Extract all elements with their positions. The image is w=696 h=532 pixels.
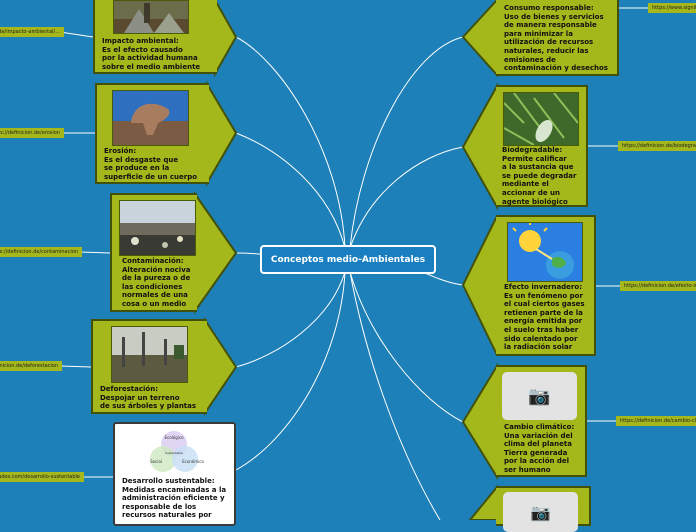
node-consumo[interactable]: Consumo responsable: Uso de bienes y ser… bbox=[496, 0, 619, 76]
node-sustentable[interactable]: Ecológico Social Económico Sustentable D… bbox=[113, 422, 236, 526]
node-climatico[interactable]: 📷 Cambio climático: Una variación del cl… bbox=[496, 365, 587, 477]
connector-impacto bbox=[235, 36, 346, 249]
connector-biodegradable bbox=[349, 146, 464, 249]
label-climatico: Cambio climático: Una variación del clim… bbox=[504, 423, 575, 474]
label-erosion: Erosión: Es el desgaste que se produce e… bbox=[104, 147, 198, 181]
node-erosion[interactable]: Erosión: Es el desgaste que se produce e… bbox=[95, 83, 209, 184]
label-sustentable: Desarrollo sustentable: Medidas encamina… bbox=[122, 477, 227, 520]
link-sustentable[interactable]: https://www.significados.com/desarrollo-… bbox=[0, 472, 84, 482]
camera-icon: 📷 bbox=[528, 385, 551, 407]
connector-erosion bbox=[235, 132, 346, 249]
node-impacto[interactable]: Impacto ambiental: Es el efecto causado … bbox=[93, 0, 217, 74]
venn-label-left: Social bbox=[150, 459, 162, 464]
label-biodegradable: Biodegradable: Permite calificar a la su… bbox=[502, 146, 577, 206]
link-consumo[interactable]: https://www.significados.com/consumo-res… bbox=[648, 3, 696, 13]
pointer-impacto bbox=[214, 0, 238, 78]
pointer-deforestacion bbox=[204, 316, 238, 417]
image-placeholder-climatico: 📷 bbox=[502, 372, 577, 420]
image-invernadero bbox=[507, 222, 583, 282]
pointer-contaminacion bbox=[194, 190, 238, 315]
label-deforestacion: Deforestación: Despojar un terreno de su… bbox=[100, 385, 197, 411]
image-deforestacion bbox=[111, 326, 188, 383]
node-contaminacion[interactable]: Contaminación: Alteración nociva de la p… bbox=[110, 193, 197, 312]
pointer-consumo bbox=[461, 0, 498, 78]
pointer-biodegradable bbox=[461, 82, 498, 211]
connector-deforestacion bbox=[235, 271, 346, 368]
pointer-climatico bbox=[461, 362, 498, 481]
venn-label-center: Sustentable bbox=[165, 451, 183, 455]
connector-climatico bbox=[349, 271, 464, 423]
camera-icon: 📷 bbox=[530, 502, 551, 522]
pointer-extra bbox=[468, 484, 498, 520]
label-invernadero: Efecto invernadero: Es un fenómeno por e… bbox=[504, 283, 585, 352]
connector-extra bbox=[349, 271, 441, 520]
link-line-contaminacion bbox=[79, 251, 111, 254]
label-consumo: Consumo responsable: Uso de bienes y ser… bbox=[504, 4, 608, 73]
connector-sustentable bbox=[235, 271, 346, 471]
pointer-erosion bbox=[206, 80, 238, 187]
image-contaminacion bbox=[119, 200, 196, 256]
link-impacto[interactable]: .../definicion.de/impacto-ambiental/ bbox=[0, 27, 64, 37]
link-erosion[interactable]: https://definicion.de/erosion/ bbox=[0, 128, 64, 138]
venn-label-right: Económico bbox=[182, 459, 204, 464]
image-biodegradable bbox=[503, 92, 579, 146]
central-topic[interactable]: Conceptos medio-Ambientales bbox=[260, 245, 436, 274]
node-deforestacion[interactable]: Deforestación: Despojar un terreno de su… bbox=[91, 319, 207, 414]
link-invernadero[interactable]: https://definicion.de/efecto-invernadero… bbox=[620, 281, 696, 291]
node-invernadero[interactable]: Efecto invernadero: Es un fenómeno por e… bbox=[496, 215, 596, 356]
pointer-invernadero bbox=[461, 215, 498, 356]
link-line-impacto bbox=[59, 31, 94, 38]
image-erosion bbox=[112, 90, 189, 146]
link-line-deforestacion bbox=[59, 365, 92, 368]
link-deforestacion[interactable]: https://definicion.de/deforestacion/ bbox=[0, 361, 62, 371]
image-impacto bbox=[113, 0, 189, 34]
link-biodegradable[interactable]: https://definicion.de/biodegradable/ bbox=[618, 141, 696, 151]
link-contaminacion[interactable]: https://definicion.de/contaminacion/ bbox=[0, 247, 82, 257]
image-placeholder-extra: 📷 bbox=[503, 492, 578, 532]
venn-diagram: Ecológico Social Económico Sustentable bbox=[139, 430, 209, 474]
connector-consumo bbox=[349, 36, 464, 249]
venn-label-top: Ecológico bbox=[164, 435, 184, 440]
label-contaminacion: Contaminación: Alteración nociva de la p… bbox=[122, 257, 191, 308]
node-extra[interactable]: 📷 bbox=[496, 486, 591, 532]
label-impacto: Impacto ambiental: Es el efecto causado … bbox=[102, 37, 201, 71]
link-climatico[interactable]: https://definicion.de/cambio-climatico/ bbox=[616, 416, 696, 426]
node-biodegradable[interactable]: Biodegradable: Permite calificar a la su… bbox=[496, 85, 588, 207]
